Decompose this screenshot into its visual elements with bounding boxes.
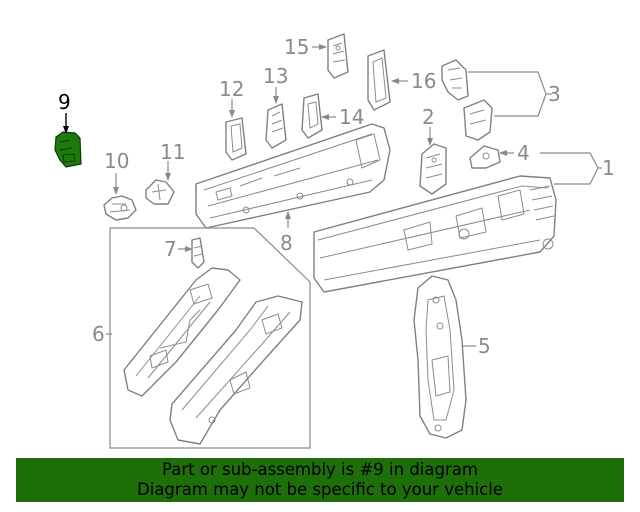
- part-7: [191, 237, 205, 269]
- part-15: [327, 33, 349, 79]
- part-6-inset: [109, 227, 311, 449]
- callout-6: 6: [92, 322, 105, 346]
- banner-line-2: Diagram may not be specific to your vehi…: [137, 480, 503, 499]
- part-5: [413, 275, 467, 439]
- callout-7: 7: [164, 237, 177, 261]
- callout-9[interactable]: 9: [58, 90, 71, 114]
- parts-diagram: 9 10 11 12 13 14 15: [54, 33, 615, 449]
- part-10: [103, 195, 137, 221]
- part-2: [419, 143, 447, 195]
- part-4: [469, 145, 501, 169]
- callout-10: 10: [104, 149, 129, 173]
- banner-line-1: Part or sub-assembly is #9 in diagram: [162, 460, 478, 479]
- callout-16: 16: [411, 69, 436, 93]
- callout-15: 15: [284, 35, 309, 59]
- part-3: [441, 59, 493, 141]
- part-13: [265, 103, 287, 149]
- callout-3: 3: [548, 82, 561, 106]
- part-12: [225, 117, 247, 161]
- callout-8: 8: [280, 231, 293, 255]
- callout-14: 14: [339, 105, 364, 129]
- part-14: [301, 93, 323, 139]
- part-9[interactable]: [54, 131, 82, 168]
- part-16: [367, 49, 391, 111]
- callout-2: 2: [422, 105, 435, 129]
- info-banner: Part or sub-assembly is #9 in diagram Di…: [16, 458, 624, 502]
- callout-1: 1: [602, 156, 615, 180]
- part-1: [313, 175, 557, 293]
- callout-13: 13: [263, 64, 288, 88]
- callout-5: 5: [478, 334, 491, 358]
- callout-11: 11: [160, 140, 185, 164]
- part-11: [145, 179, 175, 205]
- callout-4: 4: [517, 141, 530, 165]
- part-8: [195, 123, 391, 229]
- callout-12: 12: [219, 77, 244, 101]
